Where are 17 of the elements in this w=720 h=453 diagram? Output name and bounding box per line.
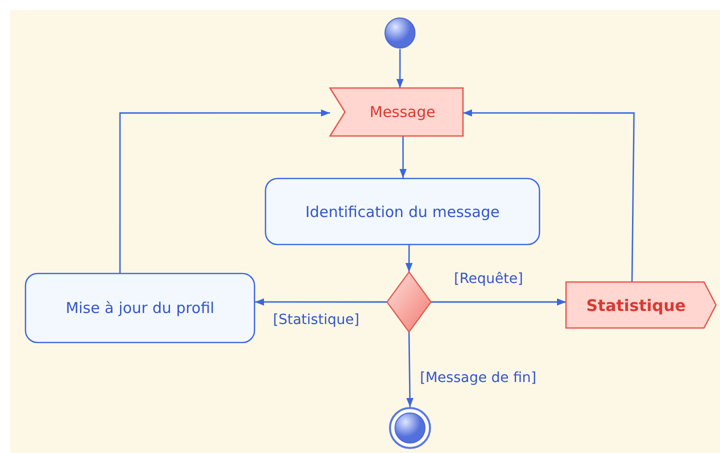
edge-label: [Message de fin] bbox=[418, 370, 538, 386]
signal-label: Statistique bbox=[586, 296, 686, 314]
arrow bbox=[405, 245, 413, 272]
arrow bbox=[399, 136, 407, 178]
arrow bbox=[463, 109, 635, 282]
arrow bbox=[119, 109, 330, 273]
activity-label: Identification du message bbox=[305, 202, 500, 220]
initial-node bbox=[384, 17, 416, 49]
activity-label: Mise à jour du profil bbox=[66, 299, 214, 317]
signal-label: Message bbox=[370, 103, 436, 121]
final-node bbox=[389, 407, 431, 449]
arrow bbox=[431, 298, 566, 306]
arrow bbox=[396, 49, 404, 88]
arrow bbox=[255, 298, 387, 306]
decision-diamond bbox=[387, 272, 431, 332]
arrow bbox=[406, 332, 414, 407]
edge-label: [Statistique] bbox=[271, 312, 362, 328]
